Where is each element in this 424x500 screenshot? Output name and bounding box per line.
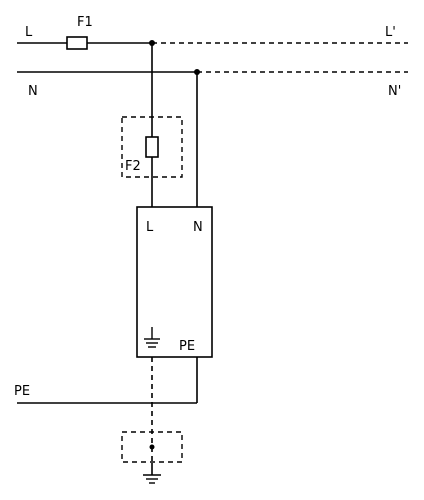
- ground-icon-earth: [143, 474, 161, 484]
- fuse-f2: [145, 136, 159, 158]
- label-line-out: L': [385, 25, 396, 40]
- junction-dot-neutral: [194, 69, 200, 75]
- label-line-in: L: [25, 25, 33, 40]
- label-device-neutral: N: [193, 220, 203, 235]
- label-neutral-out: N': [388, 84, 401, 99]
- label-pe-conductor: PE: [14, 384, 30, 399]
- conductors: [17, 42, 408, 475]
- junction-dot-earth: [149, 444, 155, 450]
- fuse-f1: [66, 36, 88, 50]
- fuse-f2-enclosure: [121, 116, 183, 178]
- label-device-pe: PE: [179, 339, 195, 354]
- label-device-line: L: [146, 220, 154, 235]
- ground-icon-device: [144, 327, 160, 348]
- earth-enclosure: [121, 431, 183, 463]
- label-neutral-in: N: [28, 84, 38, 99]
- junction-dot-line: [149, 40, 155, 46]
- label-fuse-f2: F2: [125, 159, 141, 174]
- surge-protective-device: [136, 206, 213, 358]
- label-fuse-f1: F1: [77, 15, 93, 30]
